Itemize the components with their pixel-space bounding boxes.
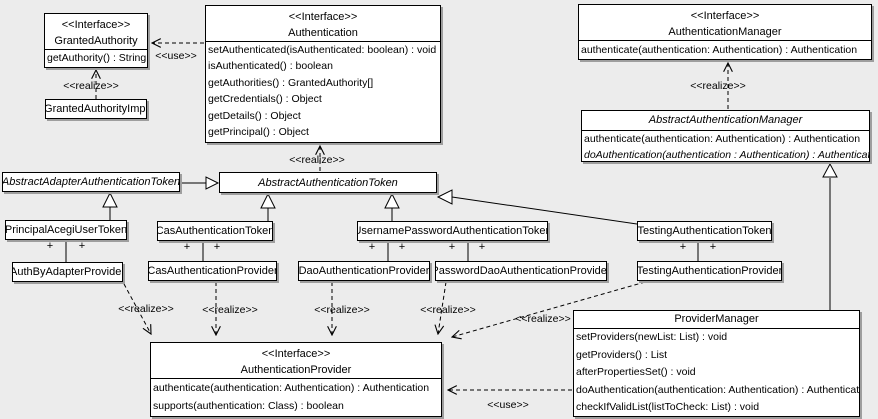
class-name: CasAuthenticationProvider bbox=[148, 265, 277, 277]
class-testing-authentication-provider[interactable]: TestingAuthenticationProvider bbox=[637, 261, 782, 281]
stereotype-label: <<Interface>> bbox=[690, 10, 760, 22]
method-row: afterPropertiesSet() : void bbox=[576, 366, 696, 379]
method-row: setProviders(newList: List) : void bbox=[576, 331, 728, 343]
class-auth-by-adapter-provider[interactable]: AuthByAdapterProvider bbox=[12, 262, 123, 282]
class-name: GrantedAuthority bbox=[54, 35, 138, 47]
class-header: <<Interface>> GrantedAuthority bbox=[45, 14, 147, 50]
method-row: getAuthorities() : GrantedAuthority[] bbox=[208, 76, 374, 89]
class-name: PasswordDaoAuthenticationProvider bbox=[435, 265, 607, 277]
class-name: DaoAuthenticationProvider bbox=[298, 265, 430, 277]
realize-label: <<realize>> bbox=[202, 304, 258, 316]
class-cas-authentication-provider[interactable]: CasAuthenticationProvider bbox=[148, 261, 277, 281]
association-plus-label: + bbox=[78, 240, 86, 252]
class-name: GrantedAuthorityImpl bbox=[45, 103, 147, 115]
use-label: <<use>> bbox=[155, 50, 197, 62]
realize-label: <<realize>> bbox=[118, 303, 174, 315]
method-row: getProviders() : List bbox=[576, 348, 668, 361]
realize-label: <<realize>> bbox=[420, 304, 476, 316]
association-lines bbox=[65, 240, 699, 262]
method-row: getCredentials() : Object bbox=[208, 93, 322, 106]
class-password-dao-authentication-provider[interactable]: PasswordDaoAuthenticationProvider bbox=[435, 261, 607, 281]
class-name: TestingAuthenticationProvider bbox=[637, 265, 782, 277]
class-granted-authority[interactable]: <<Interface>> GrantedAuthority getAuthor… bbox=[44, 13, 148, 68]
realize-label: <<realize>> bbox=[314, 304, 370, 316]
class-name: ProviderManager bbox=[574, 311, 859, 329]
stereotype-label: <<Interface>> bbox=[61, 19, 131, 31]
class-abstract-authentication-manager[interactable]: AbstractAuthenticationManager authentica… bbox=[581, 110, 870, 162]
association-plus-label: + bbox=[46, 240, 54, 252]
method-row: getDetails() : Object bbox=[208, 109, 301, 122]
stereotype-label: <<Interface>> bbox=[288, 11, 358, 23]
class-name: CasAuthenticationToken bbox=[157, 225, 273, 237]
class-name: AuthenticationProvider bbox=[240, 364, 352, 376]
association-plus-label: + bbox=[213, 241, 221, 253]
realize-label: <<realize>> bbox=[289, 154, 345, 166]
association-plus-label: + bbox=[368, 241, 376, 253]
method-row: supports(authentication: Class) : boolea… bbox=[153, 400, 344, 412]
class-testing-authentication-token[interactable]: TestingAuthenticationToken bbox=[637, 221, 772, 241]
class-name: AuthenticationManager bbox=[668, 26, 782, 38]
method-row: authenticate(authentication: Authenticat… bbox=[581, 44, 858, 56]
class-name: PrincipalAcegiUserToken bbox=[5, 224, 127, 236]
realize-label: <<realize>> bbox=[690, 80, 746, 92]
method-row: authenticate(authentication: Authenticat… bbox=[153, 382, 430, 394]
stereotype-label: <<Interface>> bbox=[261, 348, 331, 360]
realize-label: <<realize>> bbox=[515, 313, 571, 325]
generalization-triangles bbox=[102, 162, 838, 209]
class-authentication-provider[interactable]: <<Interface>> AuthenticationProvider aut… bbox=[150, 342, 442, 417]
method-row: doAuthentication(authentication : Authen… bbox=[584, 149, 869, 161]
class-header: <<Interface>> Authentication bbox=[206, 6, 440, 42]
association-plus-label: + bbox=[398, 241, 406, 253]
class-abstract-adapter-authentication-token[interactable]: AbstractAdapterAuthenticationToken bbox=[2, 172, 180, 192]
class-name: AbstractAuthenticationToken bbox=[258, 176, 398, 189]
method-row: checkIfValidList(listToCheck: List) : vo… bbox=[576, 401, 760, 414]
association-plus-label: + bbox=[183, 241, 191, 253]
class-provider-manager[interactable]: ProviderManager setProviders(newList: Li… bbox=[573, 310, 860, 417]
method-row: authenticate(authentication: Authenticat… bbox=[584, 133, 861, 145]
class-name: AbstractAuthenticationManager bbox=[582, 111, 869, 131]
class-abstract-authentication-token[interactable]: AbstractAuthenticationToken bbox=[219, 172, 437, 193]
class-name: Authentication bbox=[288, 27, 358, 39]
class-granted-authority-impl[interactable]: GrantedAuthorityImpl bbox=[45, 99, 147, 119]
class-authentication[interactable]: <<Interface>> Authentication setAuthenti… bbox=[205, 5, 441, 143]
method-row: isAuthenticated() : boolean bbox=[208, 60, 333, 73]
association-plus-label: + bbox=[709, 241, 717, 253]
class-name: AuthByAdapterProvider bbox=[12, 266, 123, 278]
use-label: <<use>> bbox=[487, 399, 529, 411]
association-plus-label: + bbox=[448, 241, 456, 253]
association-plus-label: + bbox=[679, 241, 687, 253]
association-plus-label: + bbox=[478, 241, 486, 253]
class-header: <<Interface>> AuthenticationManager bbox=[579, 5, 871, 41]
method-row: setAuthenticated(isAuthenticated: boolea… bbox=[208, 44, 437, 56]
method-row: getAuthority() : String bbox=[47, 52, 147, 64]
class-name: TestingAuthenticationToken bbox=[637, 225, 772, 237]
class-principal-acegi-user-token[interactable]: PrincipalAcegiUserToken bbox=[5, 220, 127, 240]
dashed-dependency-lines bbox=[96, 43, 728, 390]
generalization-lines bbox=[109, 178, 831, 310]
class-header: <<Interface>> AuthenticationProvider bbox=[151, 343, 441, 379]
class-name: AbstractAdapterAuthenticationToken bbox=[2, 176, 180, 188]
class-dao-authentication-provider[interactable]: DaoAuthenticationProvider bbox=[298, 261, 430, 281]
realize-label: <<realize>> bbox=[63, 80, 119, 92]
class-username-password-authentication-token[interactable]: UsernamePasswordAuthenticationToken bbox=[357, 221, 548, 241]
method-row: doAuthentication(authentication: Authent… bbox=[576, 383, 859, 396]
class-cas-authentication-token[interactable]: CasAuthenticationToken bbox=[157, 221, 273, 241]
class-name: UsernamePasswordAuthenticationToken bbox=[357, 225, 548, 237]
class-authentication-manager[interactable]: <<Interface>> AuthenticationManager auth… bbox=[578, 4, 872, 60]
method-row: getPrincipal() : Object bbox=[208, 125, 309, 138]
